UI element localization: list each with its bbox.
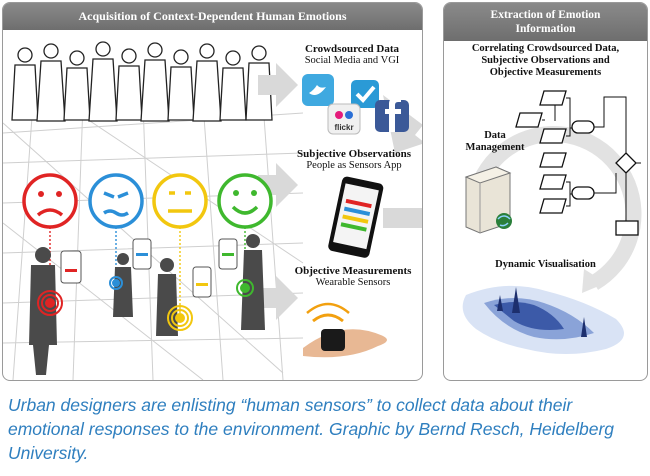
extraction-title-line2: Information [515, 23, 576, 35]
crowdsourced-label: Crowdsourced Data Social Media and VGI [285, 43, 419, 66]
correlating-label: Correlating Crowdsourced Data, Subjectiv… [444, 43, 647, 79]
figure-caption: Urban designers are enlisting “human sen… [8, 393, 643, 465]
sad-face-icon [22, 173, 78, 229]
crowd-person [192, 43, 222, 122]
person-silhouette [29, 247, 57, 375]
social-media-icons [302, 74, 409, 135]
flowchart-connectors [542, 96, 641, 221]
data-management-line1: Data [484, 130, 506, 141]
caption-line1: Urban designers are enlisting “human sen… [8, 395, 573, 415]
phone-icon [192, 266, 212, 298]
correlating-line2: Subjective Observations and [481, 55, 610, 66]
heat-map-visualisation [462, 285, 624, 354]
objective-title: Objective Measurements [294, 265, 412, 277]
small-phones [60, 238, 238, 298]
extraction-illustration [462, 90, 642, 354]
arrow-subjective [258, 163, 298, 207]
sensor-ring-red [37, 290, 63, 316]
neutral-face-icon [152, 173, 208, 229]
sensor-ring-blue [109, 276, 123, 290]
crowd-person [219, 50, 247, 121]
objective-label: Objective Measurements Wearable Sensors [285, 265, 421, 288]
upset-face-icon [88, 173, 144, 229]
sensor-ring-yellow [167, 305, 193, 331]
flickr-icon [327, 103, 361, 135]
acquisition-panel-title: Acquisition of Context-Dependent Human E… [3, 3, 422, 30]
data-management-label: Data Management [460, 130, 530, 154]
arrow-crowdsourced [258, 63, 298, 107]
person-silhouette [113, 253, 133, 317]
crowd-person [167, 49, 195, 121]
acquisition-illustration: flickr [3, 41, 422, 380]
crowd-person [140, 42, 170, 122]
phone-icon [132, 238, 152, 270]
data-management-line2: Management [465, 142, 525, 153]
phone-icon [218, 238, 238, 270]
crowd-person [115, 48, 143, 121]
people-as-sensors-app-icon [328, 176, 384, 258]
objective-subtitle: Wearable Sensors [315, 277, 391, 288]
crowd-person [11, 47, 39, 121]
server-icon [464, 166, 512, 234]
wearable-sensor-icon [303, 302, 387, 358]
foursquare-check-icon [351, 80, 379, 108]
happy-face-icon [217, 173, 273, 229]
flickr-label: flickr [334, 123, 353, 132]
subjective-title: Subjective Observations [297, 148, 411, 160]
crowd-person [36, 43, 66, 122]
correlating-line1: Correlating Crowdsourced Data, [471, 43, 620, 54]
twitter-icon [302, 74, 334, 106]
crowd-person [88, 41, 118, 122]
dynamic-visualisation-label: Dynamic Visualisation [495, 259, 596, 270]
crowdsourced-title: Crowdsourced Data [304, 43, 399, 55]
arrow-objective [258, 276, 298, 320]
extraction-title-line1: Extraction of Emotion [490, 9, 601, 21]
extraction-panel: Extraction of Emotion Information Correl… [443, 2, 648, 381]
caption-line3: University. [8, 443, 89, 463]
subjective-label: Subjective Observations People as Sensor… [287, 148, 421, 171]
arrow-to-extraction [383, 208, 422, 228]
facebook-icon [375, 97, 409, 132]
subjective-subtitle: People as Sensors App [306, 160, 402, 171]
flowchart-icon [515, 90, 639, 236]
crowd-person [63, 50, 91, 121]
correlating-line3: Objective Measurements [489, 67, 602, 78]
crowd-silhouettes [11, 41, 273, 122]
emotion-faces [22, 173, 273, 229]
crowdsourced-subtitle: Social Media and VGI [304, 55, 400, 66]
sensor-ring-green [236, 279, 254, 297]
acquisition-panel: Acquisition of Context-Dependent Human E… [2, 2, 423, 381]
cycle-arrowhead [582, 269, 606, 293]
sensor-rings [37, 276, 254, 331]
phone-icon [60, 250, 82, 284]
extraction-panel-title: Extraction of Emotion Information [444, 3, 647, 41]
caption-line2: emotional responses to the environment. … [8, 419, 615, 439]
